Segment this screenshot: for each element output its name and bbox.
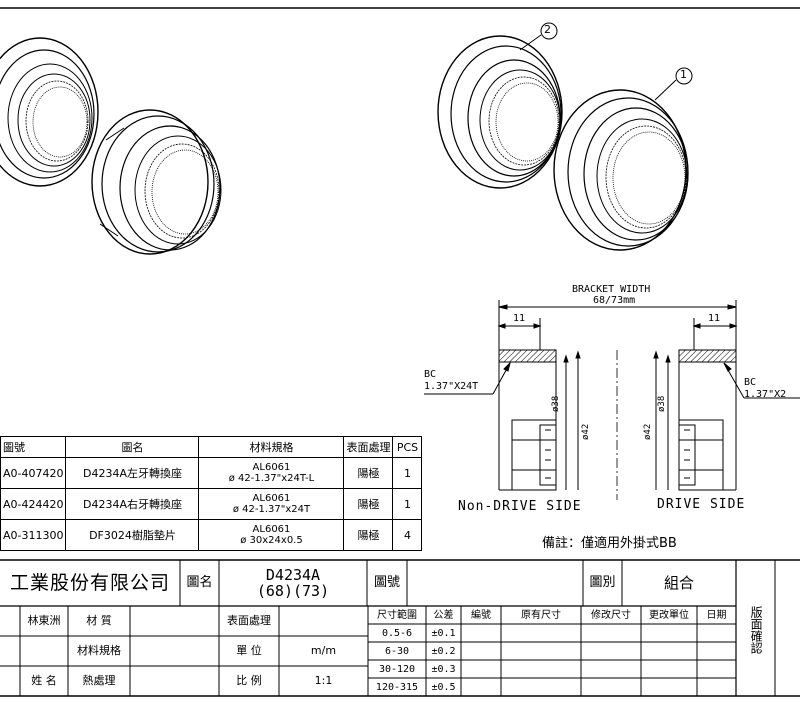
drawing-name-label: 圖名 (186, 574, 213, 590)
rev-header-unit: 更改單位 (649, 609, 689, 621)
header-surface: 表面處理 (343, 436, 394, 458)
bc-label-right: BC (744, 377, 757, 388)
part-finish: 陽極 (343, 519, 394, 551)
staff-name: 林東洲 (27, 613, 61, 627)
tol-range: 6-30 (384, 645, 410, 657)
spec-size: ø 42-1.37"x24T (232, 504, 311, 515)
dia-thread-left: ø38 (551, 395, 561, 412)
bracket-width-label: BRACKET WIDTH (572, 284, 651, 295)
tol-header-tol: 公差 (433, 609, 454, 621)
balloon-1: 1 (680, 68, 687, 81)
dim-left-11: 11 (513, 313, 526, 324)
scale-value: 1:1 (314, 673, 333, 687)
drawing-name-line2: (68)(73) (256, 582, 330, 600)
part-finish: 陽極 (343, 488, 394, 520)
non-drive-side-label: Non-DRIVE SIDE (458, 499, 582, 514)
part-pcs: 4 (392, 519, 423, 551)
dim-right-11: 11 (708, 313, 721, 324)
dia-outer-left: ø42 (581, 423, 591, 440)
rev-header-date: 日期 (706, 609, 727, 621)
spec-material: AL6061 (252, 523, 291, 535)
balloon-2: 2 (544, 23, 551, 36)
tol-value: ±0.5 (431, 681, 456, 693)
bc-label-left: BC (424, 369, 437, 380)
drawing-name-line1: D4234A (265, 565, 321, 584)
parts-table: 圖號 圖名 材料規格 表面處理 PCS A0-407420 D4234A左牙轉換… (0, 436, 423, 551)
bracket-width-value: 68/73mm (593, 295, 636, 306)
drawing-name: D4234A (68)(73) (219, 560, 367, 606)
tol-range: 120-315 (375, 681, 419, 693)
tol-range: 0.5-6 (381, 627, 413, 639)
tol-header-range: 尺寸範圍 (377, 609, 417, 621)
part-name: D4234A右牙轉換座 (65, 488, 200, 520)
drive-side-label: DRIVE SIDE (657, 497, 746, 512)
left-ring-pair-illustration (0, 37, 222, 255)
name-label: 姓 名 (31, 673, 57, 687)
tol-range: 30-120 (378, 663, 416, 675)
unit-value: m/m (310, 643, 337, 657)
header-pcs: PCS (392, 436, 423, 458)
bc-value-left: 1.37"X24T (424, 381, 479, 392)
material-label: 材 質 (86, 613, 112, 627)
dia-thread-right: ø38 (657, 395, 667, 412)
part-name: DF3024樹脂墊片 (65, 519, 200, 551)
rev-header-original: 原有尺寸 (521, 609, 561, 621)
header-material: 材料規格 (198, 436, 345, 458)
part-no: A0-407420 (0, 457, 67, 489)
scale-label: 比 例 (236, 673, 262, 687)
category-label: 圖別 (589, 574, 616, 590)
heat-treatment-label: 熱處理 (82, 673, 116, 687)
layout-check-label: 版面確認 (749, 606, 764, 654)
tol-value: ±0.1 (431, 627, 456, 639)
company-name: 工業股份有限公司 (9, 571, 170, 594)
title-block-grid (0, 559, 800, 697)
spec-material: AL6061 (252, 461, 291, 473)
spec-material: AL6061 (252, 492, 291, 504)
drawing-no-label: 圖號 (373, 574, 400, 590)
tol-value: ±0.2 (431, 645, 456, 657)
tol-value: ±0.3 (431, 663, 456, 675)
part-name: D4234A左牙轉換座 (65, 457, 200, 489)
header-drawing-no: 圖號 (0, 436, 67, 458)
parts-table-header: 圖號 圖名 材料規格 表面處理 PCS (0, 436, 423, 458)
section-view (424, 300, 800, 500)
spec-size: ø 30x24x0.5 (240, 535, 303, 546)
spec-size: ø 42-1.37"x24T-L (228, 473, 315, 484)
unit-label: 單 位 (236, 643, 262, 657)
drawing-note: 備註：僅適用外掛式BB (542, 536, 677, 551)
part-no: A0-311300 (0, 519, 67, 551)
part-pcs: 1 (392, 488, 423, 520)
surface-label: 表面處理 (227, 613, 271, 627)
rev-header-no: 編號 (471, 609, 491, 621)
right-ring-pair-illustration (437, 22, 693, 251)
rev-header-modified: 修改尺寸 (591, 609, 631, 621)
part-finish: 陽極 (343, 457, 394, 489)
dia-outer-right: ø42 (643, 423, 653, 440)
header-part-name: 圖名 (65, 436, 200, 458)
bc-value-right: 1.37"X2 (744, 389, 787, 400)
part-pcs: 1 (392, 457, 423, 489)
category-value: 組合 (663, 573, 694, 592)
part-no: A0-424420 (0, 488, 67, 520)
material-spec-label: 材料規格 (77, 643, 121, 657)
